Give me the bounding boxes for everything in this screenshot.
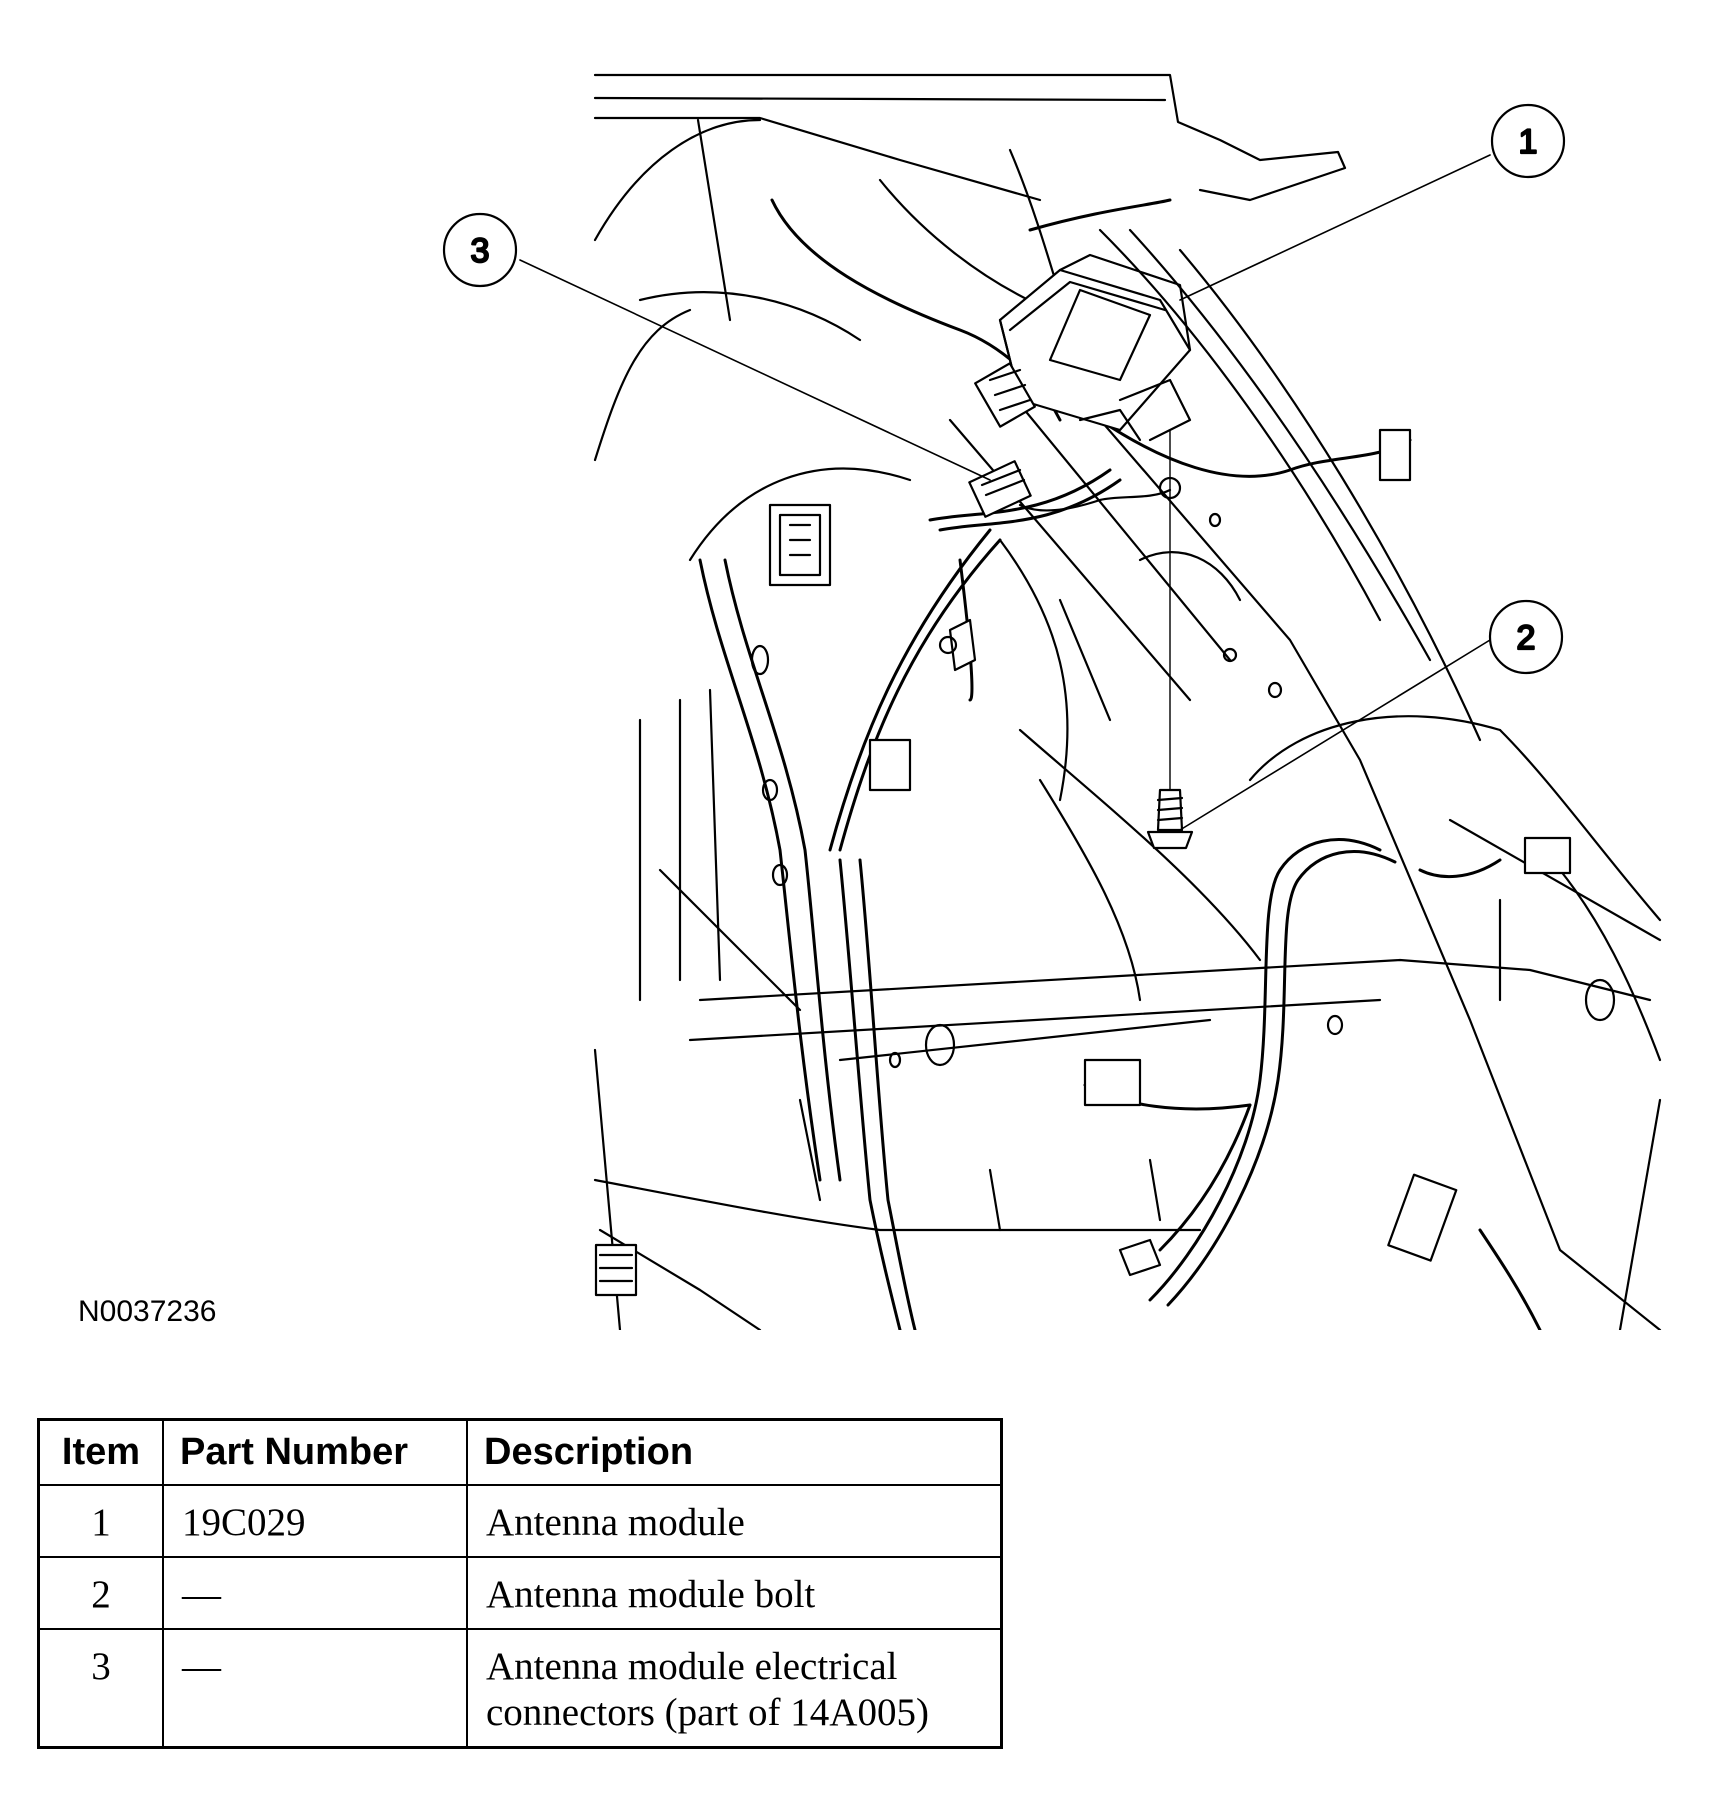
description-line: connectors (part of 14A005)	[486, 1691, 929, 1734]
svg-text:3: 3	[471, 232, 490, 270]
wiring-harness	[698, 198, 1542, 1330]
vehicle-interior-illustration: 1 2 3	[442, 73, 1662, 1330]
table-header-row: Item Part Number Description	[37, 1418, 1003, 1486]
panel-holes	[750, 512, 1616, 1069]
antenna-connector	[968, 460, 1182, 518]
figure-id: N0037236	[78, 1295, 217, 1328]
parts-table: Item Part Number Description 1 19C029 An…	[37, 1418, 1003, 1749]
cell-item: 3	[37, 1628, 164, 1749]
cell-part-number: 19C029	[162, 1484, 468, 1558]
cell-item: 2	[37, 1556, 164, 1630]
header-description: Description	[466, 1418, 1003, 1486]
header-part-number: Part Number	[162, 1418, 468, 1486]
cell-description: Antenna module electrical connectors (pa…	[466, 1628, 1003, 1749]
cell-part-number: —	[162, 1628, 468, 1749]
svg-text:2: 2	[1517, 619, 1536, 657]
callout-2: 2	[1488, 599, 1564, 675]
body-panel-lines	[593, 73, 1662, 1330]
antenna-module	[974, 253, 1192, 442]
table-row: 2 — Antenna module bolt	[37, 1556, 1003, 1630]
table-row: 1 19C029 Antenna module	[37, 1484, 1003, 1558]
antenna-module-bolt	[1146, 429, 1194, 850]
callout-leaders	[519, 154, 1491, 831]
cell-part-number: —	[162, 1556, 468, 1630]
cell-item: 1	[37, 1484, 164, 1558]
cell-description: Antenna module	[466, 1484, 1003, 1558]
description-line: Antenna module bolt	[486, 1573, 816, 1616]
description-line: Antenna module	[486, 1501, 745, 1544]
callout-3: 3	[442, 212, 518, 288]
header-item: Item	[37, 1418, 164, 1486]
harness-connectors	[594, 428, 1572, 1297]
cell-description: Antenna module bolt	[466, 1556, 1003, 1630]
callout-1: 1	[1490, 103, 1566, 179]
svg-text:1: 1	[1519, 123, 1538, 161]
table-row: 3 — Antenna module electrical connectors…	[37, 1628, 1003, 1749]
description-line: Antenna module electrical	[486, 1645, 898, 1688]
